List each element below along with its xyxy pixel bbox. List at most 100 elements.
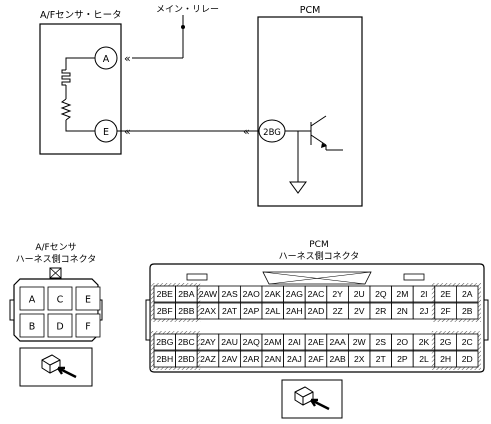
pcm-pin-label: 2L [419, 354, 429, 364]
af-pin-label: B [29, 322, 36, 333]
pcm-pin-label: 2W [353, 337, 367, 347]
pin-a-label: A [103, 54, 110, 65]
pcm-pin-label: 2BA [178, 289, 195, 299]
chevron-pcm-icon: « [243, 125, 250, 138]
af-pin-label: C [57, 295, 64, 306]
arrow-icon [310, 398, 330, 411]
pcm-pin-label: 2AK [265, 289, 282, 299]
af-pin-label: D [56, 322, 63, 333]
pcm-pin-label: 2AC [308, 289, 325, 299]
pcm-pin-label: 2AO [243, 289, 261, 299]
af-pin-cell [19, 286, 45, 311]
pcm-pin-label: 2BG [263, 128, 281, 138]
pcm-pin-label: 2AD [308, 306, 325, 316]
pcm-pin-label: 2H [440, 354, 451, 364]
pcm-pin-label: 2A [462, 289, 473, 299]
af-connector-title-2: ハーネス側コネクタ [16, 253, 97, 265]
pcm-pin-label: 2AH [286, 306, 303, 316]
pcm-pin-label: 2O [397, 337, 409, 347]
af-pin-label: F [85, 322, 90, 333]
chevron-a-icon: « [124, 52, 131, 65]
pcm-pin-label: 2AG [286, 289, 304, 299]
pcm-pin-label: 2X [354, 354, 365, 364]
pcm-pin-label: 2I [420, 289, 427, 299]
pcm-pin-label: 2BE [157, 289, 174, 299]
pcm-pin-label: 2D [462, 354, 473, 364]
pcm-pin-label: 2E [440, 289, 451, 299]
chevron-e-icon: « [124, 125, 131, 138]
pcm-pin-label: 2AM [264, 337, 282, 347]
pcm-pin-label: 2U [354, 289, 365, 299]
pcm-pin-label: 2AV [222, 354, 238, 364]
pin-e-label: E [103, 127, 109, 138]
pcm-pin-label: 2AF [308, 354, 324, 364]
pcm-pin-label: 2AB [329, 354, 346, 364]
pcm-pin-label: 2G [440, 337, 452, 347]
pcm-pin-label: 2BG [156, 337, 174, 347]
pcm-pin-label: 2AX [200, 306, 217, 316]
pcm-pin-label: 2M [396, 289, 408, 299]
pcm-pin-label: 2C [462, 337, 473, 347]
pcm-pin-label: 2AW [199, 289, 218, 299]
pcm-pin-label: 2F [441, 306, 451, 316]
pcm-pin-label: 2AP [243, 306, 260, 316]
af-pin-cell [47, 286, 73, 311]
heater-element [60, 57, 95, 132]
relay-label: メイン・リレー [156, 5, 219, 15]
sensor-box [39, 23, 122, 155]
pcm-pin-label: 2AN [264, 354, 281, 364]
pcm-connector-title-2: ハーネス側コネクタ [279, 250, 360, 262]
pcm-pin-label: 2S [376, 337, 387, 347]
af-photo-frame [19, 347, 93, 387]
pcm-pin-label: 2BD [178, 354, 195, 364]
pcm-pin-label: 2AL [265, 306, 281, 316]
pcm-hatched-block [151, 331, 201, 370]
pcm-pin-label: 2AZ [200, 354, 216, 364]
pcm-pin-label: 2Q [375, 289, 387, 299]
pcm-hatched-block [431, 283, 481, 322]
pcm-pin-label: 2B [462, 306, 473, 316]
pcm-pin-label: 2AR [243, 354, 260, 364]
pcm-connector-title-1: PCM [309, 240, 328, 250]
transistor-symbol [285, 115, 343, 182]
circuit-section: A/Fセンサ・ヒータ メイン・リレー « A E « « PCM 2BG [39, 5, 363, 207]
ground-icon [289, 181, 307, 194]
pcm-pin-label: 2R [375, 306, 386, 316]
pcm-pin-label: 2P [397, 354, 408, 364]
pcm-pin-label: 2AT [222, 306, 238, 316]
arrow-icon [57, 366, 77, 379]
pcm-hatched-block [151, 283, 201, 322]
pcm-pin-label: 2N [397, 306, 408, 316]
pcm-pin-label: 2BH [156, 354, 173, 364]
relay-junction [181, 25, 185, 29]
af-pin-label: E [85, 295, 91, 306]
pcm-pin-label: 2V [354, 306, 365, 316]
pcm-pin-label: 2AI [288, 337, 301, 347]
pcm-pin-label: 2AE [308, 337, 325, 347]
pcm-pin-label: 2Y [332, 289, 343, 299]
pcm-pin-label: 2AQ [243, 337, 261, 347]
pcm-pin-label: 2Z [333, 306, 343, 316]
pcm-pin-label: 2AJ [287, 354, 302, 364]
pcm-pin-label: 2BB [178, 306, 195, 316]
pcm-box [257, 16, 363, 207]
pcm-pin-label: 2AA [329, 337, 346, 347]
pcm-pin-label: 2J [419, 306, 428, 316]
af-pin-cell [75, 286, 101, 311]
pcm-pin-label: 2BF [157, 306, 173, 316]
pcm-pin-label: 2T [376, 354, 387, 364]
af-pin-cell [75, 313, 101, 338]
af-pin-cell [47, 313, 73, 338]
af-pin-cell [19, 313, 45, 338]
pcm-pin-label: 2K [419, 337, 430, 347]
connector-plug-icon [294, 386, 314, 406]
af-connector-title-1: A/Fセンサ [35, 242, 76, 253]
pcm-hatched-block [431, 331, 481, 370]
pcm-pin-label: 2AY [200, 337, 216, 347]
sensor-title: A/Fセンサ・ヒータ [40, 10, 122, 21]
